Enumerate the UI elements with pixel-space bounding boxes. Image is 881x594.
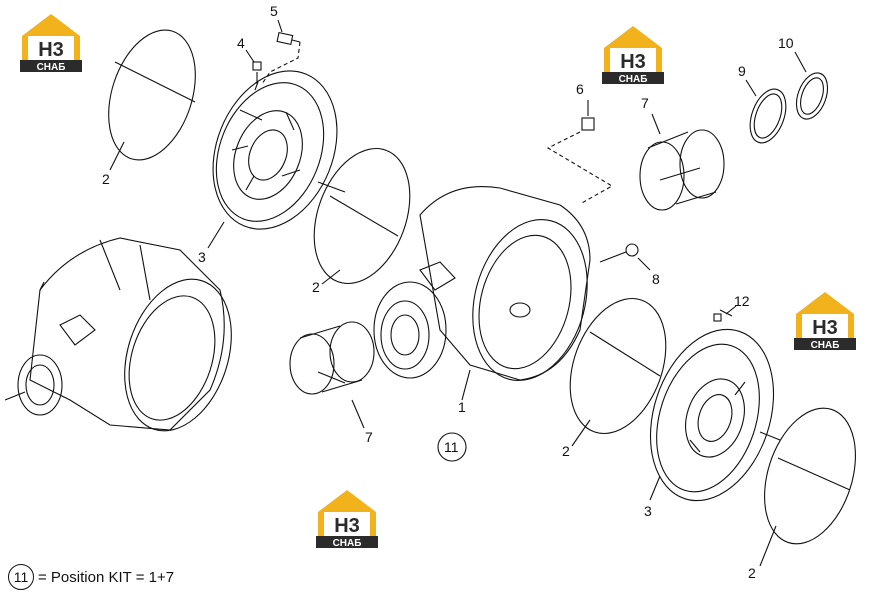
o-ring-2-center-right	[569, 297, 667, 447]
cover-3-upper	[207, 70, 346, 249]
svg-text:H3: H3	[620, 51, 646, 73]
legend-kit: 11 = Position KIT = 1+7	[8, 563, 174, 591]
svg-text:СНАБ: СНАБ	[333, 538, 362, 549]
o-ring-2-top-left	[108, 29, 196, 171]
svg-text:H3: H3	[334, 515, 360, 537]
cover-3-lower	[649, 309, 781, 502]
svg-text:СНАБ: СНАБ	[811, 340, 840, 351]
callout-11: 11	[444, 439, 459, 455]
callout-2-top-left: 2	[102, 171, 110, 187]
callout-3-upper: 3	[198, 249, 206, 265]
callout-2-bottom-right: 2	[748, 565, 756, 581]
plug-6	[546, 100, 614, 205]
brand-logo-top-left: H3 СНАБ	[18, 10, 84, 74]
callout-9: 9	[738, 63, 746, 79]
bolt-5	[261, 19, 301, 85]
callout-6: 6	[576, 81, 584, 97]
callout-2-center-right: 2	[562, 443, 570, 459]
bolt-12	[713, 305, 737, 322]
brand-logo-bottom-center: H3 СНАБ	[314, 486, 380, 550]
plug-8	[599, 243, 651, 271]
callout-7-left: 7	[365, 429, 373, 445]
brand-logo-top-center: H3 СНАБ	[600, 22, 666, 86]
callout-12: 12	[734, 293, 750, 309]
callout-4: 4	[237, 35, 245, 51]
legend-text: = Position KIT = 1+7	[38, 568, 175, 586]
housing-left	[4, 237, 232, 432]
svg-text:H3: H3	[38, 39, 64, 61]
svg-text:H3: H3	[812, 317, 838, 339]
callout-8: 8	[652, 271, 660, 287]
svg-text:СНАБ: СНАБ	[619, 74, 648, 85]
callout-3-lower: 3	[644, 503, 652, 519]
callout-2-center: 2	[312, 279, 320, 295]
o-ring-2-bottom-right	[759, 407, 856, 567]
ring-9	[745, 79, 787, 144]
center-housing-1	[373, 185, 591, 401]
o-ring-2-center	[313, 147, 411, 285]
callout-7-right: 7	[641, 95, 649, 111]
brand-logo-right: H3 СНАБ	[792, 288, 858, 352]
callout-10: 10	[778, 35, 794, 51]
callout-5: 5	[270, 3, 278, 19]
svg-text:СНАБ: СНАБ	[37, 62, 66, 73]
bolt-4	[245, 49, 262, 84]
kit-callout-circle	[437, 432, 467, 462]
snap-ring-10	[794, 51, 829, 120]
callout-1: 1	[458, 399, 466, 415]
bearing-cup-7-right	[639, 113, 725, 211]
legend-circle: 11	[8, 564, 34, 590]
bearing-cup-7-left	[289, 321, 375, 429]
